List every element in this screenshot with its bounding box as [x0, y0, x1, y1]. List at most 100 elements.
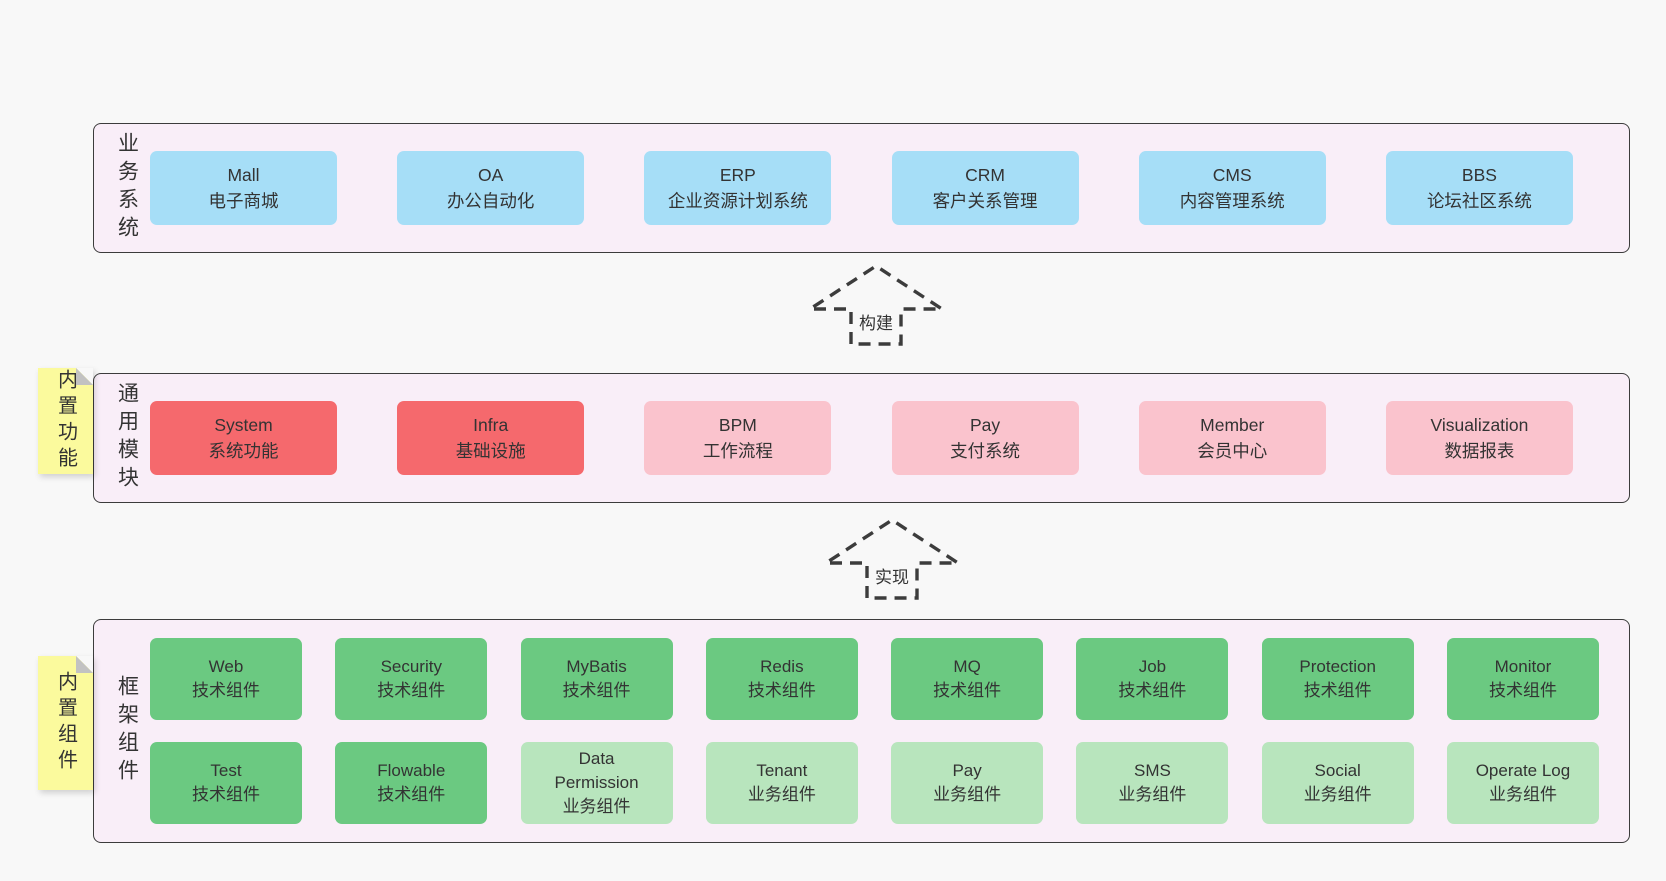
- box-title: BBS: [1461, 165, 1497, 185]
- box-title: MyBatis: [566, 657, 627, 676]
- arrow-implement-label: 实现: [872, 563, 912, 588]
- box-mybatis: MyBatis 技术组件: [520, 638, 673, 720]
- business-systems-label: 业务系统: [115, 132, 139, 244]
- box-subtitle: 技术组件: [1488, 681, 1557, 700]
- box-subtitle: 技术组件: [377, 785, 446, 804]
- box-subtitle: 系统功能: [208, 441, 279, 461]
- box-title: MQ: [953, 657, 981, 676]
- box-title: ERP: [719, 165, 756, 185]
- box-title: Job: [1138, 657, 1167, 676]
- box-title: Protection: [1299, 657, 1376, 676]
- common-modules-label: 通用模块: [115, 382, 139, 494]
- box-oa: OA 办公自动化: [397, 151, 585, 225]
- box-data-permission: Data Permission 业务组件: [520, 742, 673, 824]
- box-subtitle: 业务组件: [1118, 785, 1187, 804]
- box-monitor: Monitor 技术组件: [1446, 638, 1599, 720]
- panel-common-modules: 通用模块 System 系统功能 Infra 基础设施 BPM 工作流程 Pay…: [93, 373, 1630, 503]
- arrow-build-label: 构建: [856, 309, 896, 334]
- box-title: Redis: [760, 657, 804, 676]
- box-title: CMS: [1212, 165, 1252, 185]
- box-subtitle: 会员中心: [1197, 441, 1268, 461]
- box-subtitle: 技术组件: [192, 681, 260, 700]
- box-member: Member 会员中心: [1138, 401, 1326, 475]
- box-title: Security: [380, 657, 442, 676]
- box-subtitle: 技术组件: [377, 681, 446, 700]
- box-protection: Protection 技术组件: [1261, 638, 1414, 720]
- box-crm: CRM 客户关系管理: [891, 151, 1079, 225]
- box-subtitle: 电子商城: [208, 191, 279, 211]
- box-subtitle: 技术组件: [562, 681, 631, 700]
- framework-components-rows: Web 技术组件 Security 技术组件 MyBatis 技术组件 Redi…: [150, 638, 1629, 824]
- box-subtitle: 数据报表: [1444, 441, 1515, 461]
- box-bpm: BPM 工作流程: [644, 401, 832, 475]
- box-title: Operate Log: [1475, 761, 1571, 780]
- box-test: Test 技术组件: [150, 742, 302, 824]
- box-operate-log: Operate Log 业务组件: [1446, 742, 1599, 824]
- box-title: Mall: [227, 165, 260, 185]
- box-title: BPM: [718, 415, 757, 435]
- dashed-up-arrow-icon: [822, 517, 962, 600]
- box-visualization: Visualization 数据报表: [1385, 401, 1573, 475]
- box-pay-component: Pay 业务组件: [891, 742, 1044, 824]
- box-subtitle: 技术组件: [1118, 681, 1187, 700]
- box-title: Social: [1314, 761, 1361, 780]
- box-pay-module: Pay 支付系统: [891, 401, 1079, 475]
- box-subtitle: 技术组件: [747, 681, 816, 700]
- box-subtitle: 技术组件: [933, 681, 1002, 700]
- business-systems-box-row: Mall 电子商城 OA 办公自动化 ERP 企业资源计划系统 CRM 客户关系…: [150, 151, 1629, 225]
- box-social: Social 业务组件: [1261, 742, 1414, 824]
- box-title: Web: [208, 657, 244, 676]
- box-subtitle: 支付系统: [950, 441, 1021, 461]
- folded-corner-icon: [76, 368, 93, 385]
- arrow-build: 构建: [806, 263, 946, 347]
- box-subtitle: 业务组件: [747, 785, 816, 804]
- box-title: Visualization: [1430, 415, 1529, 435]
- panel-business-systems: 业务系统 Mall 电子商城 OA 办公自动化 ERP 企业资源计划系统 CRM…: [93, 123, 1630, 253]
- framework-components-label: 框架组件: [115, 675, 139, 787]
- box-subtitle: 技术组件: [1303, 681, 1372, 700]
- box-erp: ERP 企业资源计划系统: [644, 151, 832, 225]
- box-system: System 系统功能: [150, 401, 337, 475]
- box-subtitle: 技术组件: [192, 785, 260, 804]
- sticky-note-text: 内置功能: [54, 369, 77, 473]
- box-title: Tenant: [756, 761, 808, 780]
- box-subtitle: 办公自动化: [446, 191, 535, 211]
- box-sms: SMS 业务组件: [1076, 742, 1229, 824]
- box-title: Infra: [473, 415, 509, 435]
- dashed-up-arrow-icon: [806, 263, 946, 346]
- box-title: Monitor: [1494, 657, 1552, 676]
- box-web: Web 技术组件: [150, 638, 302, 720]
- sticky-note-built-in-components: 内置组件: [38, 656, 93, 790]
- box-title: Pay: [952, 761, 982, 780]
- box-title: Test: [210, 761, 242, 780]
- box-job: Job 技术组件: [1076, 638, 1229, 720]
- box-bbs: BBS 论坛社区系统: [1385, 151, 1573, 225]
- box-title: CRM: [965, 165, 1005, 185]
- panel-framework-components: 框架组件 Web 技术组件 Security 技术组件 MyBatis 技术组件…: [93, 619, 1630, 843]
- box-security: Security 技术组件: [335, 638, 488, 720]
- sticky-note-built-in-features: 内置功能: [38, 368, 93, 474]
- box-title: Data Permission: [554, 749, 639, 792]
- box-title: Member: [1200, 415, 1265, 435]
- box-tenant: Tenant 业务组件: [705, 742, 858, 824]
- framework-components-row-2: Test 技术组件 Flowable 技术组件 Data Permission …: [150, 742, 1629, 824]
- box-subtitle: 工作流程: [702, 441, 773, 461]
- box-title: SMS: [1133, 761, 1171, 780]
- box-mall: Mall 电子商城: [150, 151, 337, 225]
- sticky-note-text: 内置组件: [54, 671, 77, 775]
- common-modules-box-row: System 系统功能 Infra 基础设施 BPM 工作流程 Pay 支付系统…: [150, 401, 1629, 475]
- box-title: System: [214, 415, 273, 435]
- folded-corner-icon: [76, 656, 93, 673]
- box-mq: MQ 技术组件: [891, 638, 1044, 720]
- box-infra: Infra 基础设施: [397, 401, 585, 475]
- box-subtitle: 论坛社区系统: [1426, 191, 1532, 211]
- box-subtitle: 企业资源计划系统: [667, 191, 808, 211]
- box-subtitle: 业务组件: [1488, 785, 1557, 804]
- box-subtitle: 内容管理系统: [1179, 191, 1285, 211]
- box-subtitle: 业务组件: [562, 797, 631, 816]
- box-title: OA: [478, 165, 504, 185]
- box-subtitle: 业务组件: [1303, 785, 1372, 804]
- box-title: Flowable: [377, 761, 446, 780]
- box-cms: CMS 内容管理系统: [1138, 151, 1326, 225]
